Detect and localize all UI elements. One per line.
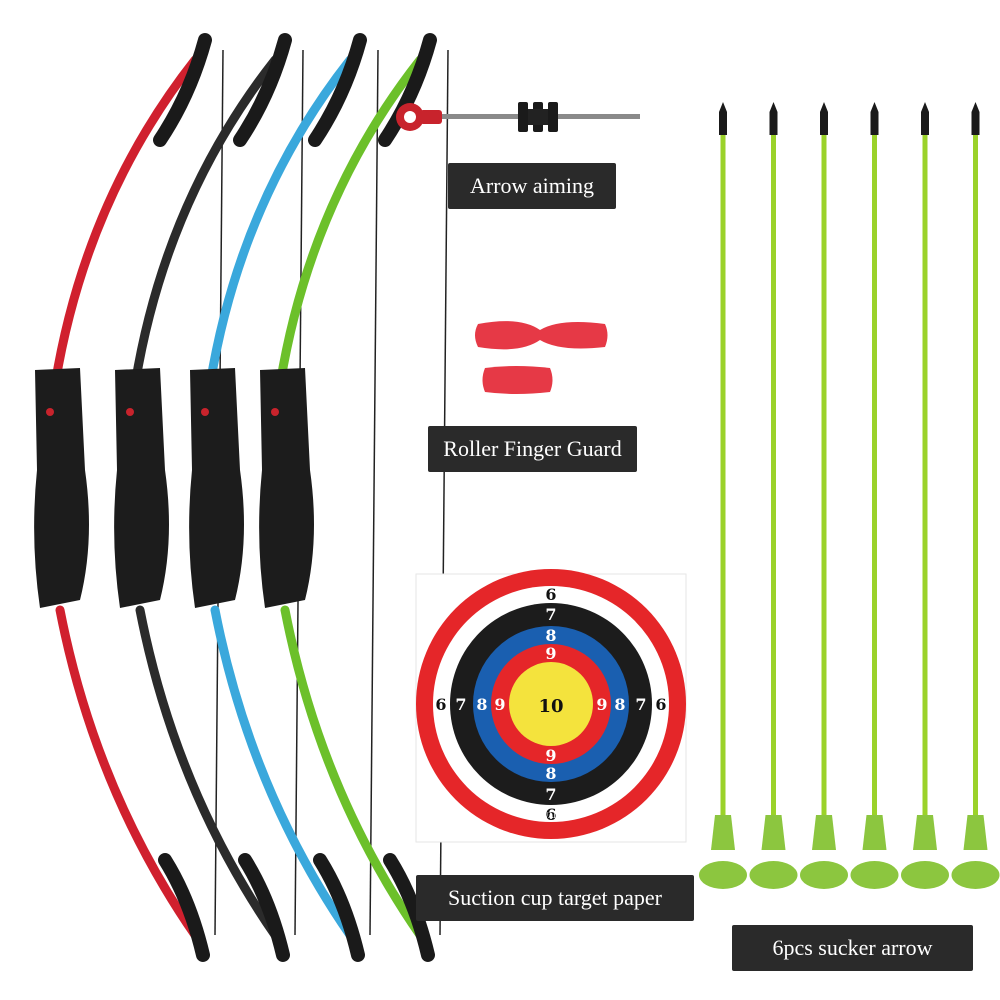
target-ring-number: 8 [476, 695, 487, 714]
arrow-aiming-rod [396, 102, 640, 132]
sucker-arrow [850, 102, 899, 889]
finger-guards [475, 321, 608, 394]
target-ring-number: 7 [545, 785, 556, 804]
finger-guard-label: Roller Finger Guard [428, 426, 637, 472]
sucker-arrow [800, 102, 848, 889]
target-ring-number: 6 [655, 695, 666, 714]
target-ring-number: 9 [545, 746, 556, 765]
bow-red [34, 33, 224, 962]
target-ring-number: 6 [545, 805, 556, 824]
sucker-arrow-label: 6pcs sucker arrow [732, 925, 973, 971]
bows-group [34, 33, 449, 962]
bow-blue [189, 33, 379, 962]
sucker-arrow [901, 102, 949, 889]
target-ring-number: 9 [494, 695, 505, 714]
sucker-arrow [749, 102, 798, 889]
sucker-arrow [699, 102, 747, 889]
target-brand: HUWAIREN [529, 812, 572, 820]
target-ring-number: 8 [614, 695, 625, 714]
arrow-aiming-label: Arrow aiming [448, 163, 616, 209]
target-ring-number: 6 [435, 695, 446, 714]
target-ring-number: 6 [545, 585, 556, 604]
target-ring-number: 8 [545, 626, 556, 645]
target-ring-number: 7 [545, 605, 556, 624]
bow-black [114, 33, 304, 962]
target-ring-number: 9 [545, 644, 556, 663]
target-ring-number: 9 [596, 695, 607, 714]
target-ring-number: 8 [545, 764, 556, 783]
target-paper-label: Suction cup target paper [416, 875, 694, 921]
target-ring-number: 7 [635, 695, 646, 714]
bow-green [259, 33, 449, 962]
sucker-arrows [699, 102, 1000, 889]
target-center-score: 10 [538, 696, 563, 717]
sucker-arrow [951, 102, 1000, 889]
target-ring-number: 7 [455, 695, 466, 714]
